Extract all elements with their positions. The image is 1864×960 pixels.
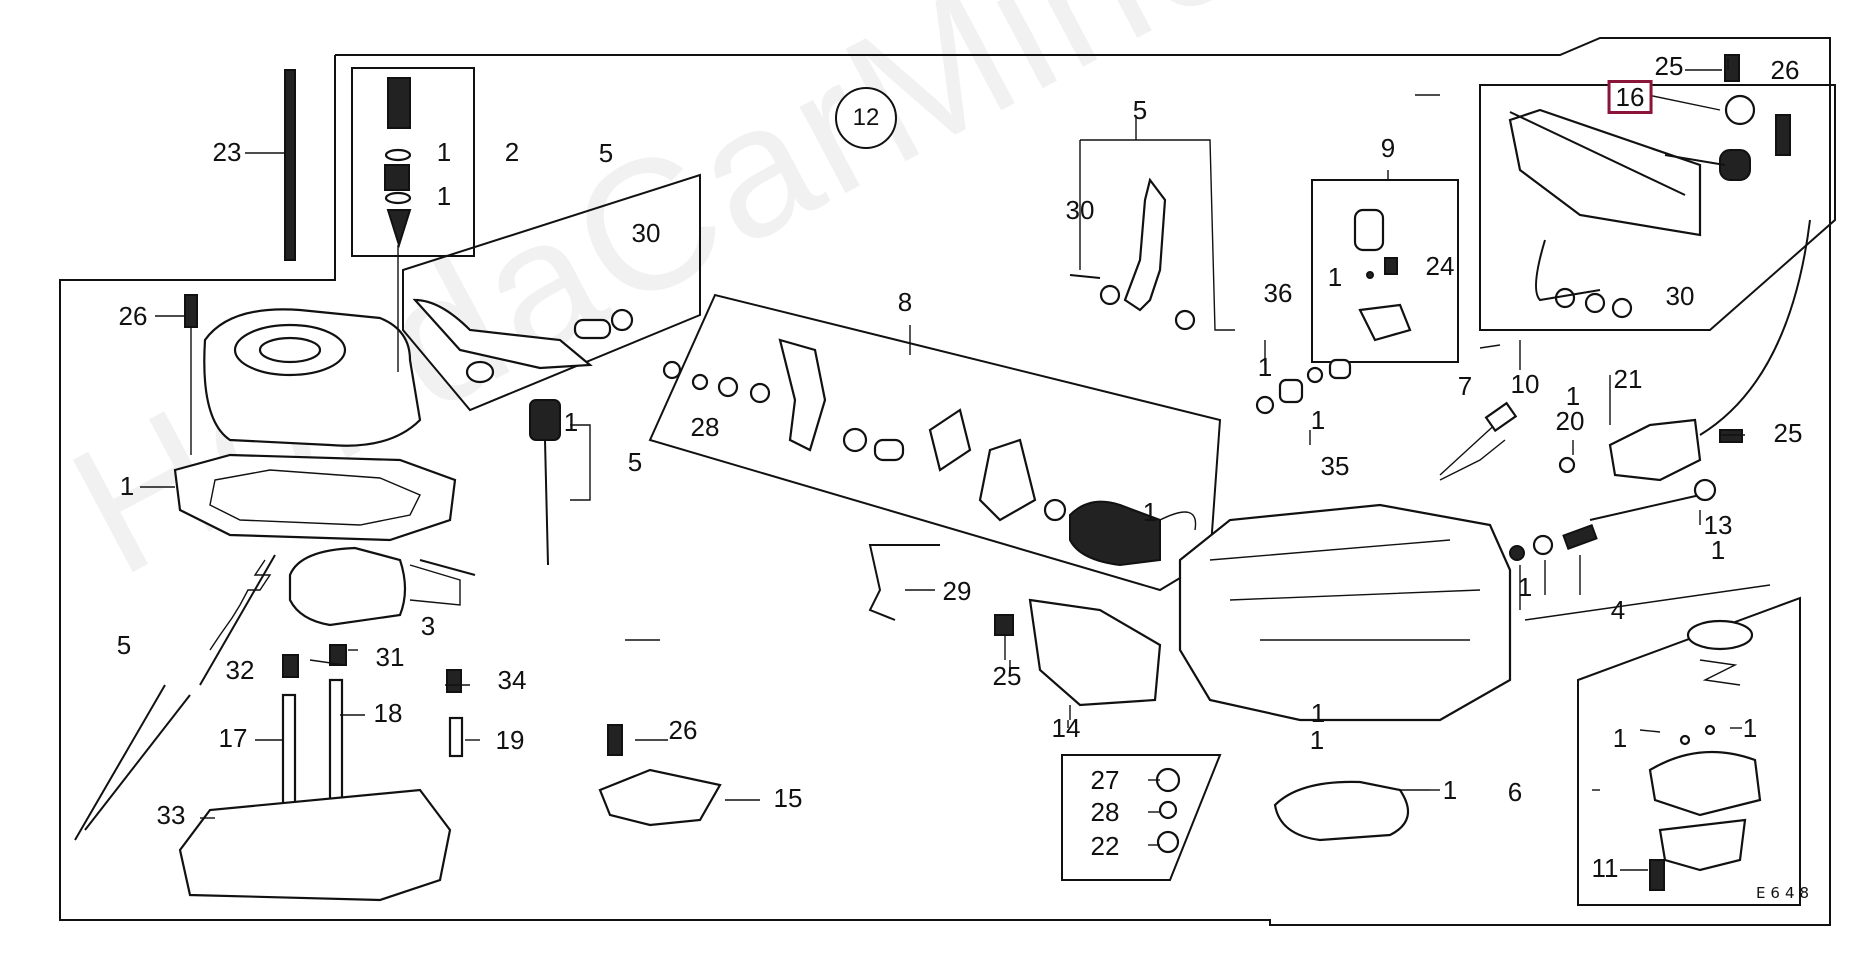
callout-part[interactable]: 25 <box>1654 51 1684 81</box>
highlighted-part-callout[interactable]: 16 <box>1607 80 1653 114</box>
callout-part[interactable]: 28 <box>690 412 720 442</box>
callout-part[interactable]: 18 <box>373 698 403 728</box>
callout-part[interactable]: 33 <box>156 800 186 830</box>
callout-part[interactable]: 21 <box>1613 364 1643 394</box>
callout-part[interactable]: 24 <box>1425 251 1455 281</box>
callout-part[interactable]: 30 <box>1665 281 1695 311</box>
callout-part[interactable]: 3 <box>420 611 436 641</box>
callout-part[interactable]: 2 <box>504 137 520 167</box>
callout-part[interactable]: 1 <box>119 471 135 501</box>
callout-part[interactable]: 1 <box>1565 381 1581 411</box>
float-drawing <box>288 546 407 627</box>
callout-part[interactable]: 1 <box>1309 725 1325 755</box>
callout-part[interactable]: 31 <box>375 642 405 672</box>
callout-part[interactable]: 34 <box>497 665 527 695</box>
callout-part[interactable]: 30 <box>1065 195 1095 225</box>
callout-part[interactable]: 5 <box>116 630 132 660</box>
callout-part[interactable]: 10 <box>1510 369 1540 399</box>
callout-part[interactable]: 1 <box>1517 572 1533 602</box>
callout-part[interactable]: 5 <box>1132 95 1148 125</box>
callout-part[interactable]: 14 <box>1051 713 1081 743</box>
callout-part[interactable]: 36 <box>1263 278 1293 308</box>
callout-part[interactable]: 23 <box>212 137 242 167</box>
callout-part[interactable]: 13 <box>1703 510 1733 540</box>
callout-part[interactable]: 7 <box>1457 371 1473 401</box>
callout-part[interactable]: 1 <box>1612 723 1628 753</box>
callout-part[interactable]: 35 <box>1320 451 1350 481</box>
callout-part[interactable]: 1 <box>1442 775 1458 805</box>
callout-part[interactable]: 26 <box>668 715 698 745</box>
callout-part[interactable]: 5 <box>598 138 614 168</box>
callout-part[interactable]: 4 <box>1610 595 1626 625</box>
callout-part[interactable]: 30 <box>631 218 661 248</box>
callout-part[interactable]: 27 <box>1090 765 1120 795</box>
callout-part[interactable]: 28 <box>1090 797 1120 827</box>
callout-part[interactable]: 1 <box>436 181 452 211</box>
callout-part[interactable]: 9 <box>1380 133 1396 163</box>
callout-part[interactable]: 8 <box>897 287 913 317</box>
callout-part[interactable]: 29 <box>942 576 972 606</box>
callout-part[interactable]: 26 <box>1770 55 1800 85</box>
box-group-8 <box>648 293 1222 592</box>
callout-part[interactable]: 1 <box>1310 698 1326 728</box>
callout-part[interactable]: 20 <box>1555 406 1585 436</box>
box-group-10 <box>1479 84 1836 331</box>
callout-part[interactable]: 6 <box>1507 777 1523 807</box>
callout-part[interactable]: 19 <box>495 725 525 755</box>
box-group-2 <box>351 67 475 257</box>
callout-part[interactable]: 1 <box>1142 497 1158 527</box>
callout-part[interactable]: 25 <box>992 661 1022 691</box>
diagram-code: E648 <box>1755 884 1815 902</box>
callout-part[interactable]: 22 <box>1090 831 1120 861</box>
callout-part[interactable]: 1 <box>1310 405 1326 435</box>
callout-part[interactable]: 17 <box>218 723 248 753</box>
callout-part[interactable]: 1 <box>1742 713 1758 743</box>
callout-part[interactable]: 25 <box>1773 418 1803 448</box>
callout-part[interactable]: 1 <box>563 407 579 437</box>
callout-part[interactable]: 1 <box>1257 352 1273 382</box>
callout-part[interactable]: 1 <box>1710 535 1726 565</box>
callout-part[interactable]: 11 <box>1591 853 1619 883</box>
callout-part[interactable]: 32 <box>225 655 255 685</box>
box-group-5-right <box>1080 139 1235 331</box>
callout-part[interactable]: 1 <box>436 137 452 167</box>
callout-part[interactable]: 5 <box>627 447 643 477</box>
box-group-washers <box>1061 754 1222 881</box>
group-number-circle: 12 <box>835 87 897 149</box>
callout-part[interactable]: 1 <box>1327 262 1343 292</box>
box-group-9 <box>1311 179 1459 363</box>
callout-part[interactable]: 15 <box>773 783 803 813</box>
carb-main-body-drawing <box>1178 503 1512 722</box>
outer-frame <box>59 37 1831 926</box>
gasket-drawing <box>173 453 457 542</box>
callout-part[interactable]: 26 <box>118 301 148 331</box>
leader-lines <box>200 58 1745 871</box>
